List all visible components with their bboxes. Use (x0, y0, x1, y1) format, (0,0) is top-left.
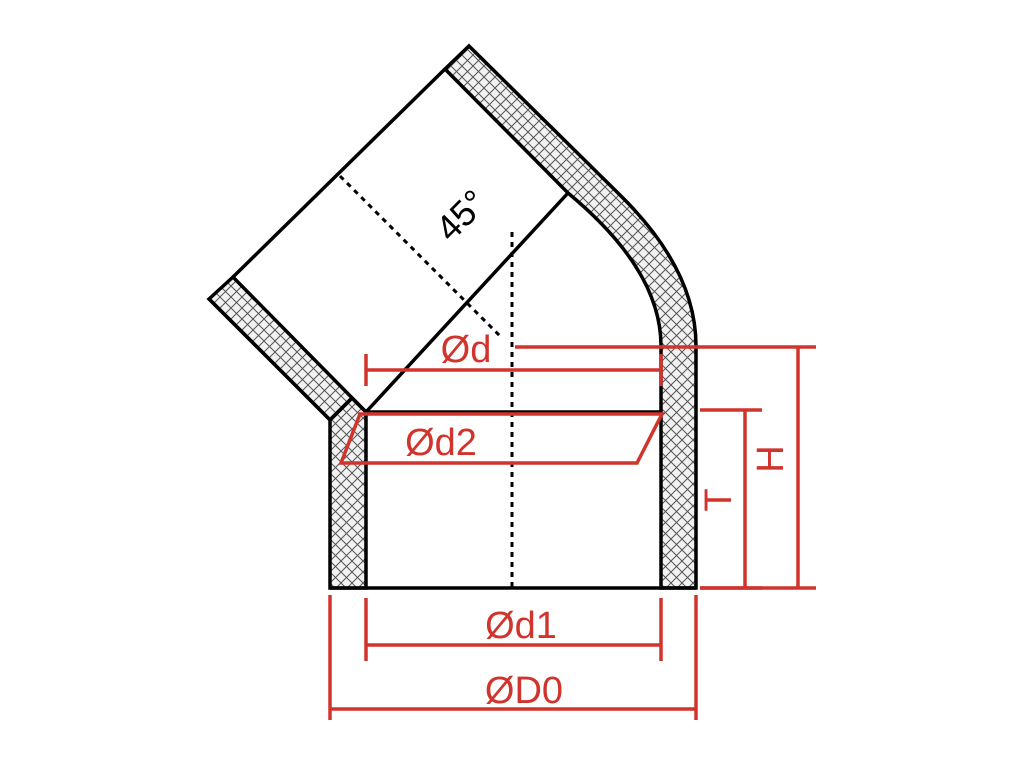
d-label: Ød (441, 329, 492, 371)
d2-label: Ød2 (405, 422, 477, 464)
center-lines (338, 174, 514, 588)
angled-centerline (338, 174, 502, 338)
pipe-walls (206, 43, 698, 590)
angle-label: 45° (427, 181, 494, 248)
dimension-lines (328, 345, 816, 720)
upper-socket-left-wall (206, 274, 368, 423)
d1-label: Ød1 (485, 605, 557, 647)
left-socket-wall (328, 395, 368, 590)
D0-label: ØD0 (485, 670, 563, 712)
upper-socket-left-edge (231, 67, 447, 279)
d2-indicator (338, 412, 665, 465)
labels: 45° Ød Ød2 Ød1 ØD0 H T (405, 181, 792, 712)
T-label: T (698, 488, 740, 511)
H-label: H (750, 445, 792, 472)
upper-socket-inner-edge (364, 191, 570, 414)
